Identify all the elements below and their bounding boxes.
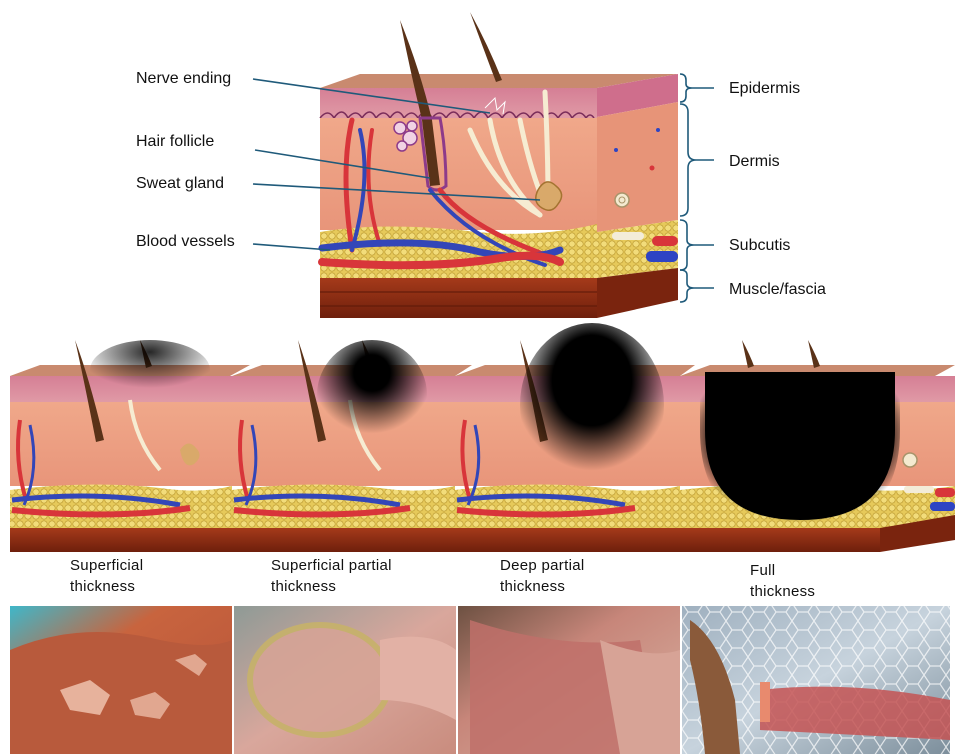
burn-zone-deep-partial (520, 323, 664, 487)
caption-deep-partial-line2: thickness (500, 576, 584, 597)
burn-panels (10, 323, 955, 552)
label-muscle-fascia: Muscle/fascia (729, 281, 826, 299)
caption-superficial: Superficial thickness (70, 555, 143, 597)
brace-epidermis (680, 74, 692, 102)
photo-deep-partial (458, 606, 680, 754)
epidermis-layer (320, 88, 597, 118)
caption-full-line1: Full (750, 560, 815, 581)
label-blood-vessels: Blood vessels (136, 233, 235, 251)
burn-panel-superficial (10, 340, 250, 552)
caption-superficial-partial-line1: Superficial partial (271, 555, 392, 576)
caption-superficial-line2: thickness (70, 576, 143, 597)
label-epidermis: Epidermis (729, 80, 800, 98)
brace-dermis (680, 104, 696, 216)
label-nerve-ending: Nerve ending (136, 70, 231, 88)
brace-muscle (680, 270, 694, 302)
leader-blood-vessels (253, 244, 330, 250)
layer-braces (680, 74, 714, 302)
right-face-dermis (597, 102, 678, 232)
caption-full: Full thickness (750, 560, 815, 602)
caption-superficial-partial-line2: thickness (271, 576, 392, 597)
burn-zone-superficial (90, 340, 210, 400)
photo-full (682, 606, 950, 754)
muscle-layer (320, 278, 597, 318)
label-subcutis: Subcutis (729, 237, 790, 255)
label-hair-follicle: Hair follicle (136, 133, 214, 151)
label-dermis: Dermis (729, 153, 780, 171)
caption-superficial-line1: Superficial (70, 555, 143, 576)
caption-superficial-partial: Superficial partial thickness (271, 555, 392, 597)
brace-subcutis (680, 220, 694, 270)
burn-zone-superficial-partial (317, 340, 427, 450)
skin-cross-section (320, 12, 678, 318)
burn-panel-full (680, 340, 955, 552)
caption-deep-partial: Deep partial thickness (500, 555, 584, 597)
photo-superficial (10, 606, 232, 754)
caption-full-line2: thickness (750, 581, 815, 602)
label-sweat-gland: Sweat gland (136, 175, 224, 193)
burn-panel-superficial-partial (232, 340, 472, 552)
photo-superficial-partial (234, 606, 456, 754)
hair-shaft-2 (470, 12, 502, 82)
caption-deep-partial-line1: Deep partial (500, 555, 584, 576)
burn-panel-deep-partial (455, 323, 695, 552)
clinical-photos (10, 606, 950, 754)
